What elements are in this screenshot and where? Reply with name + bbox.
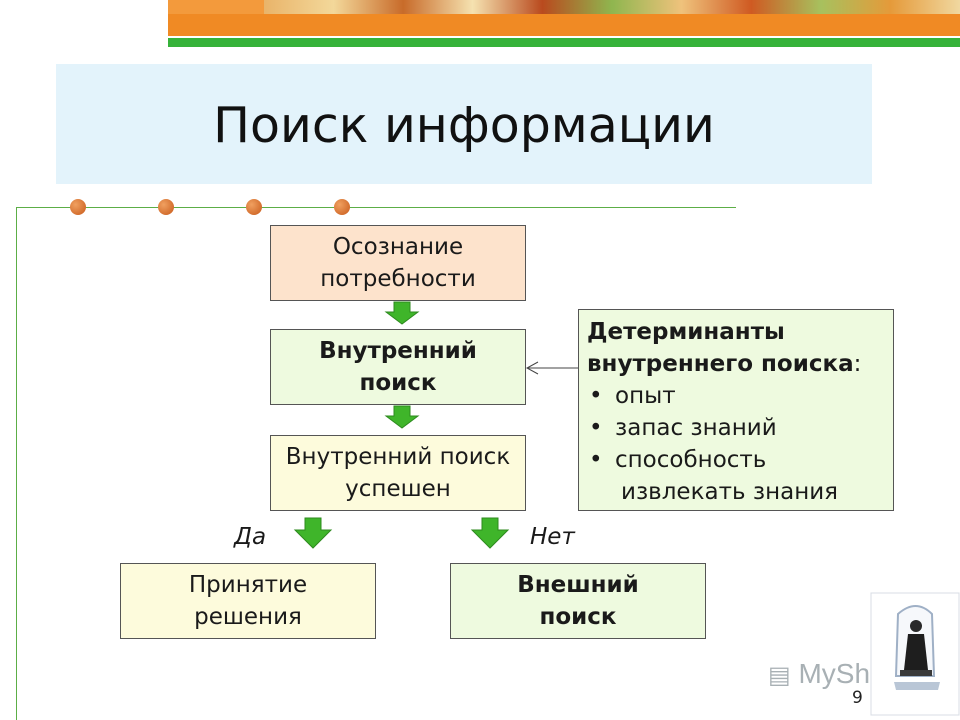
external-search-line1: Внешний bbox=[517, 572, 639, 598]
determinant-item: • опыт bbox=[587, 380, 885, 412]
internal-success-box: Внутренний поиск успешен bbox=[270, 435, 526, 511]
down-arrow-no bbox=[470, 517, 510, 549]
determinants-box: Детерминанты внутреннего поиска: • опыт •… bbox=[578, 309, 894, 511]
external-search-box: Внешний поиск bbox=[450, 563, 706, 639]
university-logo bbox=[870, 592, 960, 716]
determinants-heading-colon: : bbox=[853, 351, 862, 377]
yes-label: Да bbox=[234, 524, 267, 550]
banner-green-stripe bbox=[168, 38, 960, 47]
decor-dot bbox=[334, 199, 350, 215]
presentation-icon: ▤ bbox=[768, 662, 791, 689]
decision-line1: Принятие bbox=[188, 572, 308, 598]
determinant-item-continuation: извлекать знания bbox=[621, 479, 839, 505]
banner-orange-block bbox=[168, 0, 264, 14]
connector-arrowhead bbox=[525, 361, 539, 375]
banner-orange-stripe bbox=[168, 14, 960, 36]
determinants-heading-line2: внутреннего поиска bbox=[587, 351, 854, 377]
page-number: 9 bbox=[852, 688, 863, 708]
determinant-item-text: запас знаний bbox=[615, 415, 777, 441]
slide-title: Поиск информации bbox=[213, 97, 715, 154]
awareness-box: Осознание потребности bbox=[270, 225, 526, 301]
decor-dot bbox=[246, 199, 262, 215]
banner-floral-strip bbox=[264, 0, 960, 14]
internal-success-line2: успешен bbox=[345, 476, 451, 502]
internal-success-line1: Внутренний поиск bbox=[285, 444, 511, 470]
determinants-heading-line1: Детерминанты bbox=[587, 319, 785, 345]
down-arrow-1 bbox=[384, 301, 420, 325]
internal-search-line2: поиск bbox=[359, 370, 437, 396]
external-search-line2: поиск bbox=[539, 604, 617, 630]
frame-top-line bbox=[16, 207, 736, 208]
bullet-icon: • bbox=[589, 447, 603, 473]
decision-box: Принятие решения bbox=[120, 563, 376, 639]
determinant-item-text: способность bbox=[615, 447, 767, 473]
bullet-icon: • bbox=[589, 415, 603, 441]
awareness-line2: потребности bbox=[320, 266, 476, 292]
down-arrow-yes bbox=[293, 517, 333, 549]
decor-dot bbox=[158, 199, 174, 215]
determinants-heading-line2-row: внутреннего поиска: bbox=[587, 348, 885, 380]
determinant-item-text: опыт bbox=[615, 383, 676, 409]
awareness-line1: Осознание bbox=[332, 234, 464, 260]
frame-left-line bbox=[16, 207, 17, 720]
determinant-item: • способность bbox=[587, 444, 885, 476]
internal-search-box: Внутренний поиск bbox=[270, 329, 526, 405]
down-arrow-2 bbox=[384, 405, 420, 429]
no-label: Нет bbox=[530, 524, 575, 550]
decision-line2: решения bbox=[194, 604, 302, 630]
bullet-icon: • bbox=[589, 383, 603, 409]
decor-dot bbox=[70, 199, 86, 215]
determinant-item: • запас знаний bbox=[587, 412, 885, 444]
title-background bbox=[56, 64, 872, 184]
header-banner bbox=[168, 0, 960, 48]
internal-search-line1: Внутренний bbox=[319, 338, 477, 364]
statue-icon bbox=[870, 592, 960, 716]
